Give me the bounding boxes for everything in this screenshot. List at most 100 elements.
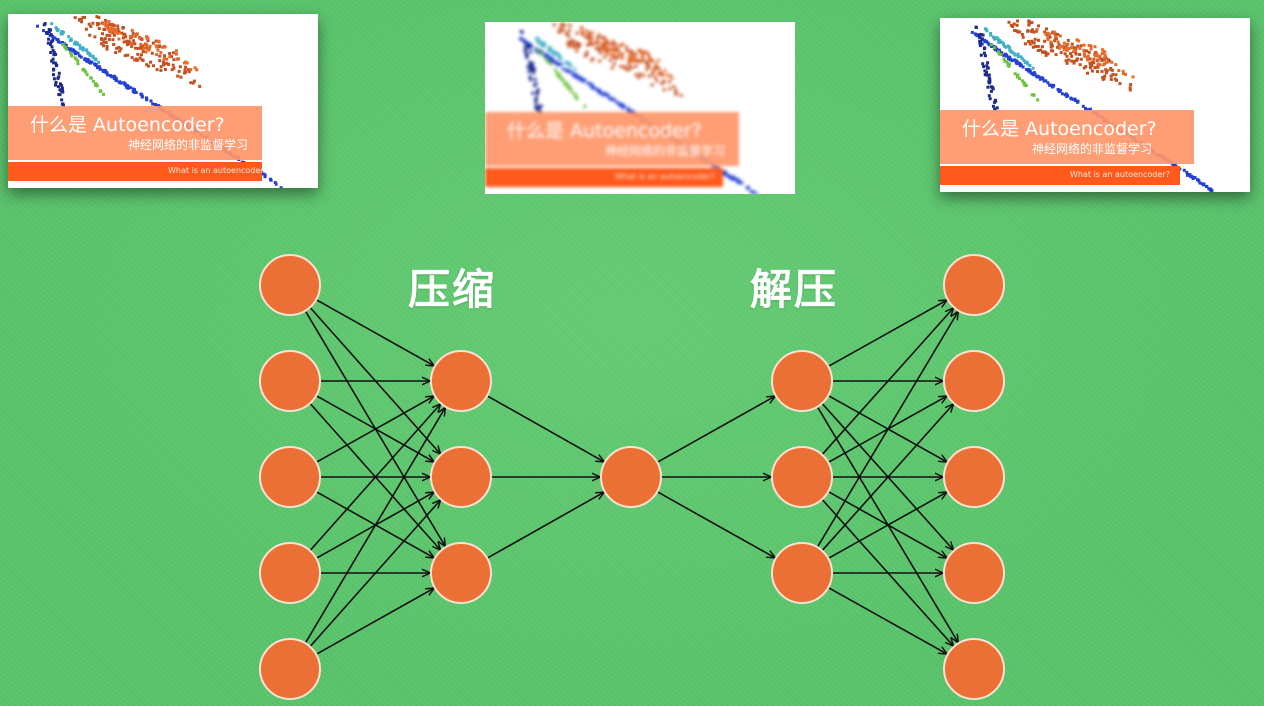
scatter-dot — [519, 37, 523, 41]
scatter-dot — [1098, 63, 1102, 67]
connection-arrow — [315, 588, 434, 655]
scatter-dot — [1202, 183, 1205, 187]
scatter-dot — [85, 73, 89, 77]
scatter-dot — [596, 88, 600, 92]
scatter-dot — [130, 56, 134, 60]
scatter-dot — [1053, 39, 1057, 43]
scatter-dot — [1070, 42, 1074, 46]
scatter-dot — [106, 25, 110, 29]
scatter-dot — [1074, 49, 1077, 53]
scatter-dot — [566, 41, 570, 45]
scatter-dot — [112, 77, 116, 81]
scatter-dot — [594, 41, 598, 44]
scatter-dot — [1032, 41, 1036, 45]
scatter-dot — [631, 59, 635, 63]
scatter-dot — [106, 27, 110, 31]
scatter-dot — [993, 100, 997, 104]
scatter-dot — [1069, 52, 1073, 55]
scatter-dot — [538, 110, 542, 113]
scatter-dot — [174, 49, 178, 53]
scatter-dot — [157, 45, 161, 49]
scatter-dot — [982, 65, 986, 69]
scatter-dot — [103, 27, 107, 31]
scatter-dot — [1057, 46, 1061, 50]
scatter-dot — [625, 45, 628, 49]
scatter-dot — [1008, 56, 1012, 59]
scatter-dot — [542, 41, 546, 45]
scatter-dot — [104, 40, 108, 44]
scatter-dot — [76, 41, 79, 45]
neuron-node-layer5-1 — [943, 254, 1005, 316]
scatter-dot — [104, 19, 108, 22]
scatter-dot — [570, 90, 574, 94]
scatter-dot — [1189, 175, 1193, 179]
neuron-node-layer1-2 — [259, 350, 321, 412]
scatter-dot — [578, 77, 582, 81]
scatter-dot — [57, 40, 61, 44]
scatter-dot — [49, 51, 53, 54]
scatter-dot — [591, 43, 595, 46]
scatter-dot — [69, 51, 73, 55]
scatter-dot — [1182, 168, 1186, 172]
scatter-dot — [1009, 58, 1013, 62]
scatter-dot — [529, 66, 533, 70]
scatter-dot — [72, 42, 76, 46]
scatter-dot — [1109, 77, 1113, 81]
scatter-dot — [46, 31, 50, 35]
scatter-dot — [987, 94, 991, 98]
scatter-dot — [1083, 54, 1087, 58]
scatter-dot — [130, 44, 134, 48]
scatter-dot — [568, 40, 572, 44]
scatter-dot — [1188, 173, 1192, 177]
scatter-dot — [647, 74, 651, 78]
scatter-dot — [637, 76, 641, 80]
scatter-dot — [603, 38, 607, 42]
scatter-dot — [176, 74, 180, 78]
scatter-dot — [1065, 95, 1069, 99]
scatter-dot — [564, 82, 568, 86]
scatter-dot — [1042, 79, 1046, 83]
scatter-dot — [585, 36, 589, 40]
scatter-dot — [611, 41, 615, 45]
scatter-dot — [69, 38, 73, 42]
scatter-dot — [627, 57, 631, 61]
scatter-dot — [724, 173, 728, 177]
scatter-dot — [97, 27, 101, 30]
scatter-dot — [71, 48, 75, 52]
scatter-dot — [97, 66, 101, 70]
scatter-dot — [1081, 104, 1085, 108]
scatter-dot — [603, 91, 607, 95]
scatter-dot — [1041, 76, 1045, 80]
scatter-dot — [1103, 53, 1107, 57]
thumbnail-title: 什么是 Autoencoder? — [962, 118, 1157, 140]
scatter-dot — [151, 41, 155, 45]
scatter-dot — [51, 35, 55, 38]
scatter-dot — [1016, 73, 1020, 77]
scatter-dot — [145, 46, 149, 50]
scatter-dot — [637, 49, 641, 53]
scatter-dot — [540, 50, 544, 54]
scatter-dot — [987, 80, 991, 84]
scatter-dot — [617, 103, 621, 106]
scatter-dot — [172, 58, 176, 62]
scatter-dot — [611, 97, 615, 101]
scatter-dot — [650, 83, 654, 87]
title-banner — [8, 106, 262, 160]
scatter-dot — [651, 59, 655, 63]
scatter-dot — [539, 41, 543, 45]
scatter-dot — [94, 63, 98, 66]
scatter-dot — [1114, 73, 1118, 77]
scatter-dot — [534, 101, 538, 105]
scatter-dot — [634, 64, 638, 68]
scatter-dot — [102, 92, 105, 96]
scatter-dot — [160, 45, 164, 49]
scatter-dot — [1044, 53, 1048, 57]
scatter-dot — [1193, 176, 1197, 179]
scatter-dot — [1090, 63, 1093, 67]
scatter-dot — [1028, 64, 1032, 67]
scatter-dot — [1048, 33, 1051, 37]
scatter-dot — [1020, 79, 1024, 83]
scatter-dot — [1034, 29, 1038, 33]
scatter-dot — [1098, 56, 1102, 60]
scatter-dot — [1044, 51, 1048, 55]
